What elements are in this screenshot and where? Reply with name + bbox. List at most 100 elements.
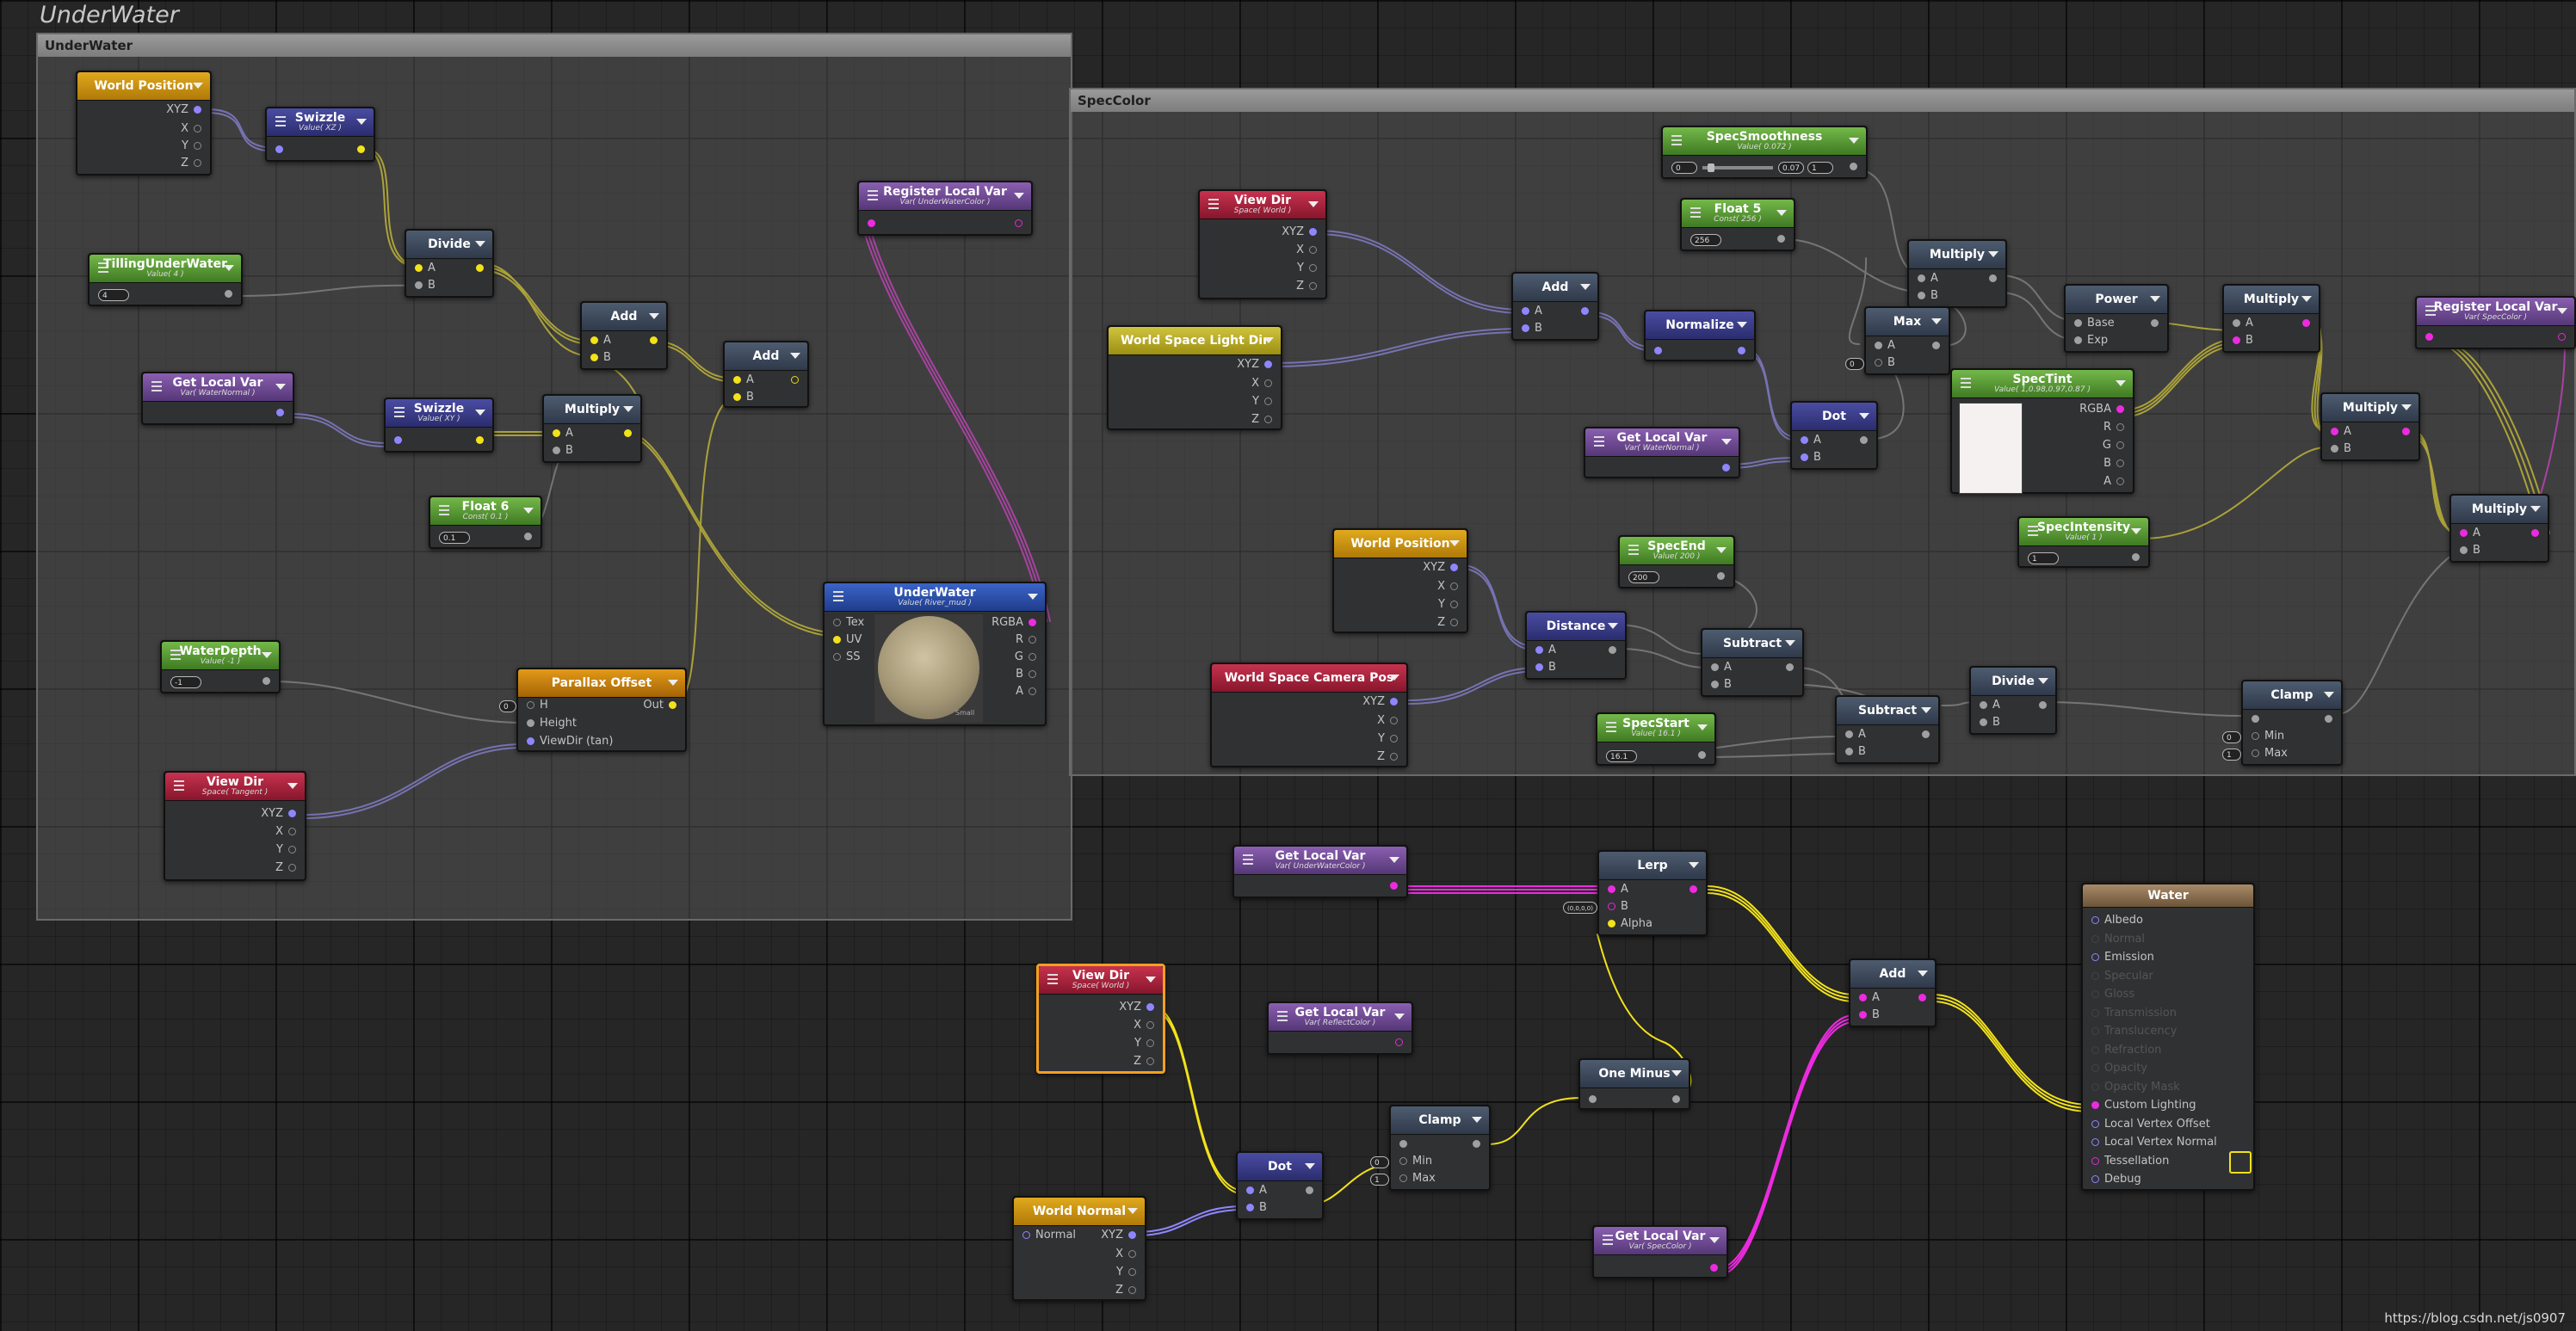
node-header[interactable]: Lerp	[1599, 852, 1706, 880]
input-a[interactable]: A	[553, 427, 573, 441]
input[interactable]	[868, 217, 880, 231]
output[interactable]	[1927, 339, 1940, 353]
group-header[interactable]: UnderWater	[38, 34, 1071, 57]
input-tex[interactable]: Tex	[833, 616, 864, 630]
output[interactable]	[2034, 699, 2047, 712]
output[interactable]	[1603, 644, 1616, 657]
output-y[interactable]: Y	[1116, 1266, 1136, 1279]
input-normal[interactable]: Normal	[1022, 1229, 1076, 1242]
output[interactable]	[786, 373, 799, 387]
output[interactable]	[1705, 1261, 1718, 1275]
output-x[interactable]: X	[1437, 580, 1458, 594]
output-x[interactable]: X	[1377, 714, 1398, 728]
output-rgba[interactable]: RGBA	[991, 616, 1036, 630]
node-divide[interactable]: Divide A B	[405, 229, 494, 298]
output[interactable]	[1467, 1137, 1480, 1151]
node-header[interactable]: World Space Light Dir	[1109, 327, 1281, 355]
input-b[interactable]: B	[553, 444, 573, 458]
node-dot[interactable]: Dot A B	[1790, 401, 1878, 470]
output[interactable]	[219, 287, 232, 301]
input-b[interactable]: B	[1918, 289, 1938, 303]
output-y[interactable]: Y	[182, 139, 201, 153]
output[interactable]	[1385, 879, 1398, 893]
input-b[interactable]: B	[415, 279, 436, 293]
max-value-field[interactable]: 1	[1370, 1174, 1389, 1186]
input-a[interactable]: A	[415, 262, 436, 275]
output[interactable]	[1917, 728, 1930, 742]
output[interactable]	[2127, 551, 2140, 564]
node-header[interactable]: World Normal	[1014, 1198, 1145, 1226]
node-header[interactable]: Dot	[1792, 403, 1876, 431]
node-header[interactable]: Clamp	[1391, 1106, 1489, 1135]
input-b[interactable]: B	[1859, 1008, 1880, 1022]
input-transmission[interactable]: Transmission	[2091, 1007, 2177, 1020]
value-field[interactable]: 200	[1628, 571, 1659, 583]
input[interactable]	[2252, 712, 2264, 726]
input-exp[interactable]: Exp	[2074, 334, 2108, 348]
input-base[interactable]: Base	[2074, 317, 2115, 330]
value-field[interactable]: -1	[170, 676, 201, 688]
node-header[interactable]: Distance	[1527, 613, 1625, 641]
output-xyz[interactable]: XYZ	[1423, 561, 1458, 575]
color-swatch[interactable]	[1959, 403, 2023, 494]
value-field[interactable]: 4	[98, 289, 129, 301]
input-min[interactable]: Min	[2252, 730, 2284, 743]
output-z[interactable]: Z	[1437, 616, 1458, 630]
input-a[interactable]: A	[1711, 661, 1732, 675]
min-value-field[interactable]: 0	[1370, 1156, 1389, 1168]
input-albedo[interactable]: Albedo	[2091, 914, 2143, 927]
node-header[interactable]: Parallax Offset	[518, 669, 685, 698]
output-xyz[interactable]: XYZ	[261, 807, 296, 821]
output[interactable]	[1984, 272, 1997, 286]
input-b[interactable]: B	[2233, 334, 2253, 348]
node-distance[interactable]: Distance A B	[1525, 611, 1627, 680]
input-b[interactable]: B	[733, 391, 754, 404]
input-a[interactable]: A	[1246, 1184, 1267, 1198]
output-z[interactable]: Z	[1134, 1055, 1154, 1069]
node-add[interactable]: Add A B	[723, 341, 809, 408]
output-x[interactable]: X	[1115, 1248, 1136, 1261]
output[interactable]	[2297, 317, 2310, 330]
input-max[interactable]: Max	[1399, 1172, 1436, 1186]
node-multiply[interactable]: Multiply A B	[542, 394, 642, 463]
node-divide[interactable]: Divide A B	[1969, 666, 2057, 735]
node-header[interactable]: Add	[725, 342, 807, 371]
input-a[interactable]: A	[1801, 434, 1821, 447]
input-refraction[interactable]: Refraction	[2091, 1044, 2161, 1057]
node-header[interactable]: One Minus	[1580, 1060, 1689, 1088]
node-header[interactable]: Water	[2083, 884, 2253, 908]
input-a[interactable]: A	[1980, 699, 2000, 712]
output-xyz[interactable]: XYZ	[1101, 1229, 1136, 1242]
node-header[interactable]: Dot	[1238, 1153, 1322, 1181]
node-multiply[interactable]: Multiply A B	[1907, 239, 2007, 308]
node-header[interactable]: World Position	[1334, 530, 1467, 558]
h-value-field[interactable]: 0	[499, 700, 516, 712]
output-x[interactable]: X	[1296, 243, 1317, 257]
output[interactable]	[2320, 712, 2332, 726]
texture-preview[interactable]	[878, 616, 979, 719]
input-b[interactable]: B	[590, 351, 611, 365]
output[interactable]	[1300, 1184, 1313, 1198]
min-value-field[interactable]: 0	[2222, 731, 2241, 743]
value-field[interactable]: 0.07	[1778, 162, 1804, 174]
input-opacity[interactable]: Opacity	[2091, 1062, 2147, 1075]
output-z[interactable]: Z	[1377, 750, 1398, 764]
node-header[interactable]: Subtract	[1837, 697, 1938, 725]
node-header[interactable]: Multiply	[2224, 286, 2319, 314]
